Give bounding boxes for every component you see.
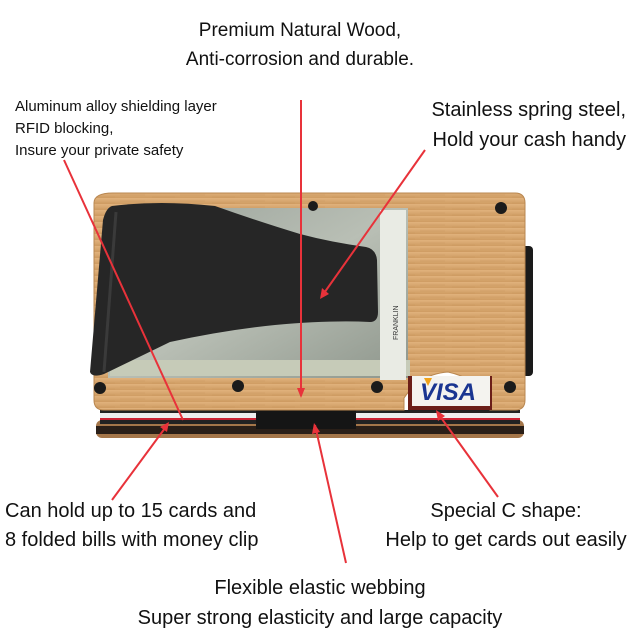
arrow-heads — [160, 288, 445, 434]
annotation-aluminum: Aluminum alloy shielding layer RFID bloc… — [15, 96, 217, 162]
annotation-wood: Premium Natural Wood, Anti-corrosion and… — [0, 16, 600, 74]
annotation-aluminum-line2: RFID blocking, — [15, 120, 114, 137]
annotation-cshape-line1: Special C shape: — [430, 500, 582, 522]
annotation-wood-line2: Anti-corrosion and durable. — [185, 49, 415, 70]
annotation-steel: Stainless spring steel, Hold your cash h… — [431, 95, 626, 155]
money-clip — [90, 203, 378, 376]
annotation-aluminum-line1: Aluminum alloy shielding layer — [15, 98, 217, 115]
screw-holes — [94, 201, 516, 394]
arrow-cards — [111, 423, 169, 501]
visa-card: VISA — [408, 376, 492, 410]
annotation-cards-line2: 8 folded bills with money clip — [5, 529, 259, 551]
annotation-cards: Can hold up to 15 cards and 8 folded bil… — [5, 497, 258, 555]
elastic-webbing — [256, 407, 356, 429]
annotation-arrows — [63, 100, 499, 564]
annotation-webbing-line2: Super strong elasticity and large capaci… — [137, 607, 503, 629]
annotation-webbing-line1: Flexible elastic webbing — [214, 577, 426, 599]
annotation-cshape: Special C shape: Help to get cards out e… — [372, 497, 640, 555]
annotation-wood-line1: Premium Natural Wood, — [198, 20, 402, 41]
arrow-cshape — [436, 411, 499, 498]
arrow-aluminum — [63, 159, 184, 421]
annotation-steel-line2: Hold your cash handy — [432, 129, 626, 151]
annotation-cards-line1: Can hold up to 15 cards and — [5, 500, 257, 522]
annotation-steel-line1: Stainless spring steel, — [431, 99, 626, 121]
svg-text:VISA: VISA — [420, 379, 476, 406]
arrow-steel — [321, 149, 426, 297]
svg-text:FRANKLIN: FRANKLIN — [393, 305, 400, 340]
annotation-cshape-line2: Help to get cards out easily — [385, 529, 627, 551]
annotation-aluminum-line3: Insure your private safety — [15, 142, 184, 159]
arrow-webbing — [314, 424, 347, 564]
annotation-webbing: Flexible elastic webbing Super strong el… — [0, 573, 640, 633]
